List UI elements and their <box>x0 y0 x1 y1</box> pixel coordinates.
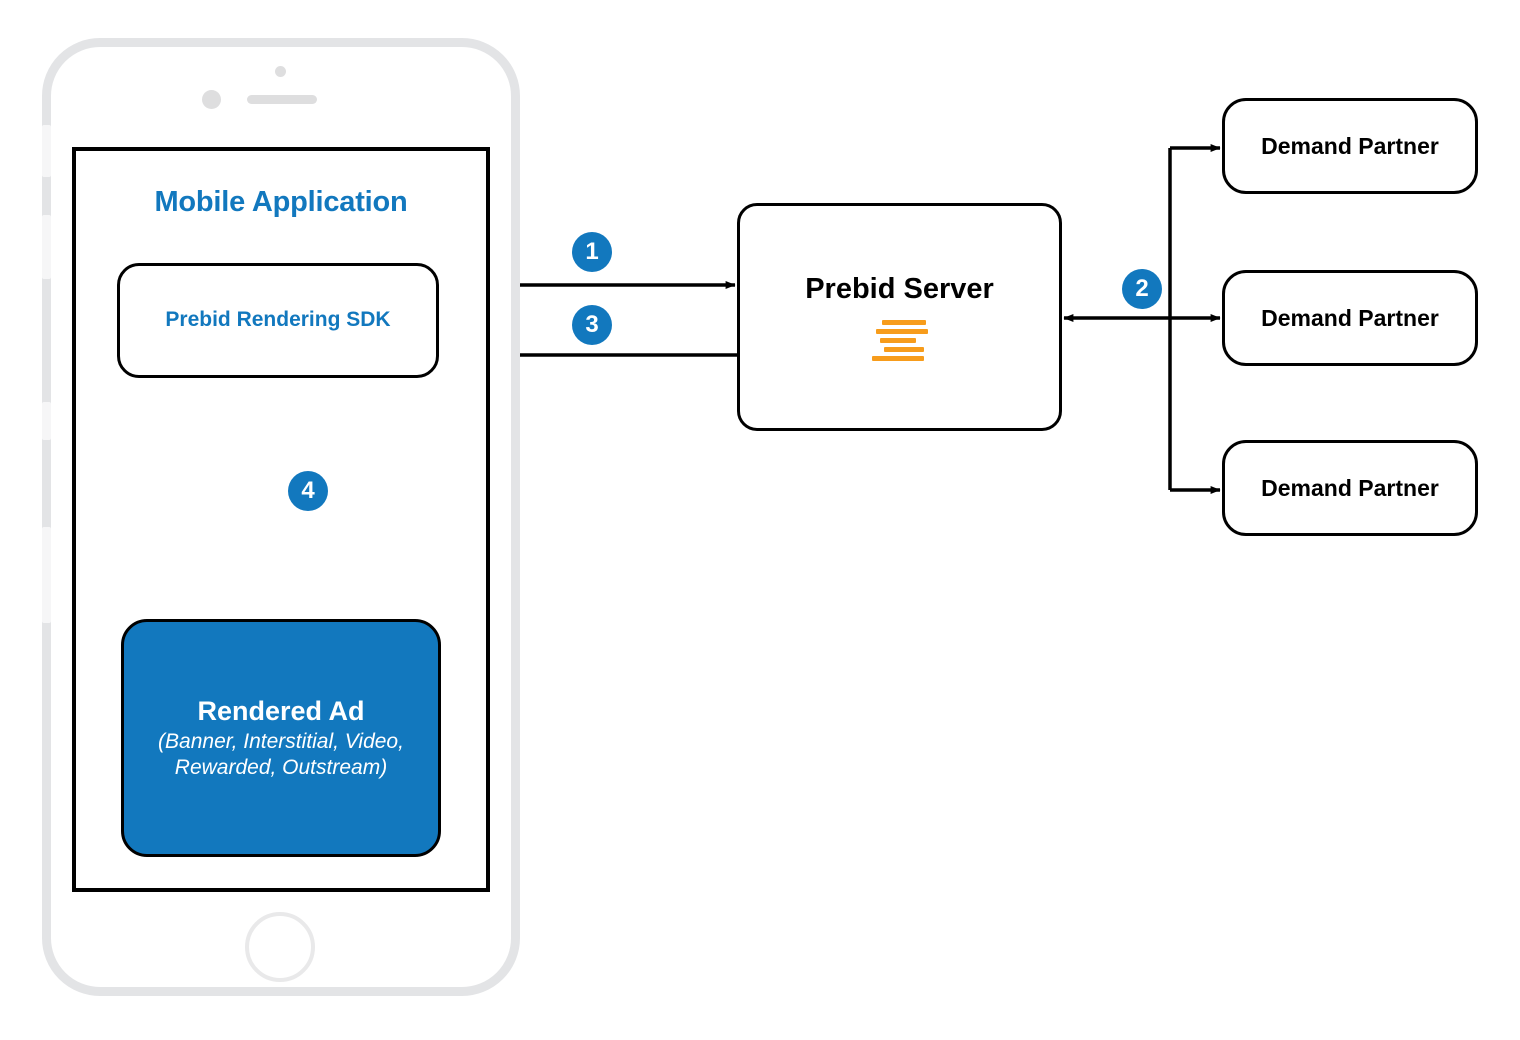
node-rendered-ad[interactable]: Rendered Ad (Banner, Interstitial, Video… <box>121 619 441 857</box>
node-prebid-server[interactable]: Prebid Server <box>737 203 1062 431</box>
mobile-application-title: Mobile Application <box>154 186 408 218</box>
step-badge-2: 2 <box>1122 269 1162 309</box>
phone-side-button-power-icon <box>42 527 51 623</box>
home-button-icon <box>245 912 315 982</box>
node-demand-partner-1-label: Demand Partner <box>1261 132 1439 159</box>
node-prebid-rendering-sdk-label: Prebid Rendering SDK <box>165 308 391 332</box>
node-demand-partner-1[interactable]: Demand Partner <box>1222 98 1478 194</box>
node-demand-partner-2[interactable]: Demand Partner <box>1222 270 1478 366</box>
prebid-logo-icon <box>871 320 928 361</box>
step-badge-4: 4 <box>288 471 328 511</box>
node-rendered-ad-subtitle: (Banner, Interstitial, Video, Rewarded, … <box>158 729 404 780</box>
step-badge-3: 3 <box>572 305 612 345</box>
phone-side-button-volume-up-icon <box>42 215 51 279</box>
speaker-bar-icon <box>247 95 317 104</box>
node-rendered-ad-title: Rendered Ad <box>197 695 365 726</box>
phone-side-button-mute-icon <box>42 125 51 177</box>
camera-dot-icon <box>202 90 221 109</box>
node-prebid-server-label: Prebid Server <box>805 273 994 305</box>
node-demand-partner-3[interactable]: Demand Partner <box>1222 440 1478 536</box>
sensor-dot-icon <box>275 66 286 77</box>
node-demand-partner-3-label: Demand Partner <box>1261 474 1439 501</box>
step-badge-1: 1 <box>572 232 612 272</box>
node-demand-partner-2-label: Demand Partner <box>1261 304 1439 331</box>
node-prebid-rendering-sdk[interactable]: Prebid Rendering SDK <box>117 263 439 378</box>
phone-side-button-volume-down-icon <box>42 402 51 440</box>
